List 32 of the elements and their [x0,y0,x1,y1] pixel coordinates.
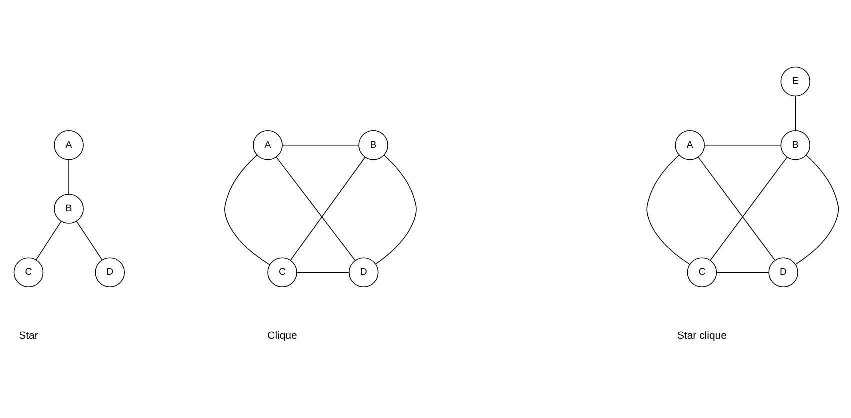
node-circle: A [54,130,84,160]
node-circle: C [687,258,718,288]
label: Star [19,331,38,342]
node-circle: C [268,258,298,288]
connector [716,272,770,274]
connector [704,144,782,146]
connector [36,221,62,261]
connector [68,160,70,195]
connector [795,154,840,265]
node-circle: D [95,258,126,288]
connector [646,154,690,265]
node-circle: B [358,130,388,160]
node-circle: D [768,258,798,288]
connector [296,272,350,274]
connector [375,154,417,265]
connector [290,157,366,261]
label: Star clique [677,331,727,342]
node-circle: E [780,66,811,97]
label: Clique [268,331,298,342]
connector [76,221,103,261]
node-circle: A [253,130,283,160]
connector [795,96,796,132]
node-circle: C [14,258,44,288]
connector [282,144,360,146]
node-circle: B [54,194,84,224]
connector [276,156,356,261]
connector [224,154,271,266]
connector [698,156,776,261]
node-circle: B [780,130,811,160]
connector [710,156,788,261]
node-circle: A [675,130,706,160]
node-circle: D [348,258,379,288]
